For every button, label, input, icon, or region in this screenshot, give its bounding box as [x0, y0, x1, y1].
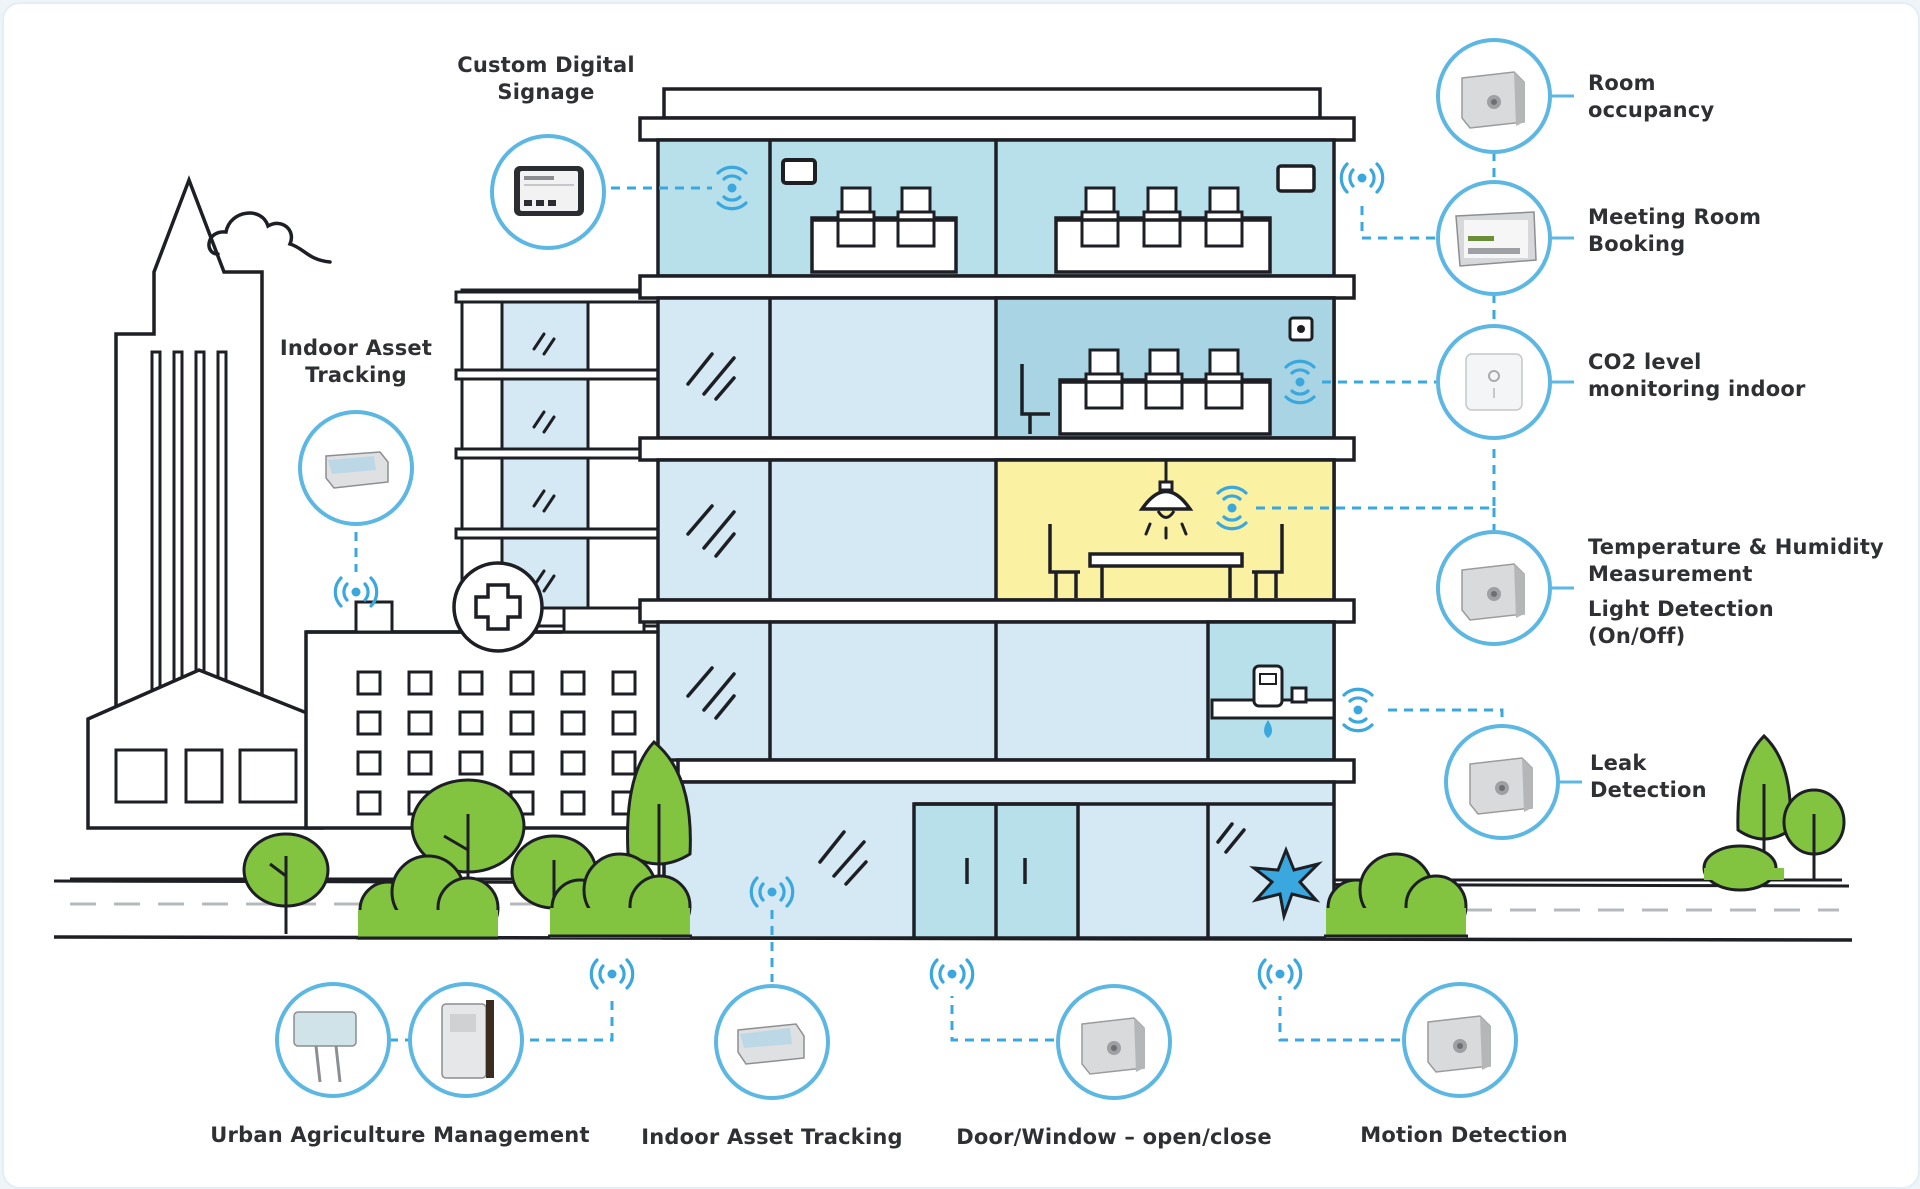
occupancy-sensor-icon: [1461, 71, 1525, 129]
skyscraper: [86, 175, 324, 830]
temperature-sensor-icon: [1461, 563, 1525, 621]
label-urban-agriculture: Urban Agriculture Management: [210, 1123, 590, 1147]
ceiling-lamp-icon: [1138, 480, 1194, 540]
asset-tracker-icon: [325, 451, 389, 489]
label-line: CO2 level: [1588, 350, 1702, 374]
label-line: (On/Off): [1588, 624, 1686, 648]
label-light-detection: Light Detection (On/Off): [1588, 596, 1774, 650]
trees: [242, 733, 1846, 942]
label-line: occupancy: [1588, 98, 1715, 122]
main-building: [638, 87, 1356, 940]
label-indoor-asset-tracking-bottom: Indoor Asset Tracking: [641, 1125, 903, 1149]
label-line: Signage: [497, 80, 595, 104]
water-drop-icon: [1264, 720, 1272, 738]
smart-building-illustration: [53, 38, 1853, 1100]
label-line: Room: [1588, 71, 1656, 95]
label-motion-detection: Motion Detection: [1360, 1123, 1568, 1147]
label-door-window: Door/Window – open/close: [956, 1125, 1272, 1149]
agriculture-gateway-icon: [441, 1000, 494, 1079]
hospital-cross-icon: [452, 561, 544, 653]
label-line: Meeting Room: [1588, 205, 1762, 229]
connector-lines: [354, 152, 1504, 1042]
device-circles: [275, 38, 1560, 1100]
motion-sensor-icon: [1427, 1015, 1491, 1073]
label-line: Leak: [1590, 751, 1647, 775]
glass-break-icon: [1249, 845, 1323, 922]
door-sensor-icon: [1081, 1017, 1145, 1075]
booking-panel-icon: [1455, 211, 1537, 267]
leak-sensor-icon: [1469, 757, 1533, 815]
label-co2-monitoring: CO2 level monitoring indoor: [1588, 349, 1806, 403]
co2-sensor-icon: [1465, 353, 1523, 411]
label-line: Detection: [1590, 778, 1707, 802]
label-line: Booking: [1588, 232, 1686, 256]
label-line: Custom Digital: [457, 53, 635, 77]
signage-device-icon: [514, 166, 584, 216]
label-indoor-asset-tracking-top: Indoor Asset Tracking: [276, 335, 436, 389]
label-meeting-room-booking: Meeting Room Booking: [1588, 204, 1761, 258]
label-leak-detection: Leak Detection: [1590, 750, 1707, 804]
asset-tracker-bottom-icon: [737, 1023, 805, 1065]
label-line: Light Detection: [1588, 597, 1774, 621]
label-custom-digital-signage: Custom Digital Signage: [448, 52, 644, 106]
label-line: Tracking: [305, 363, 407, 387]
label-room-occupancy: Room occupancy: [1588, 70, 1714, 124]
label-line: Indoor Asset: [279, 336, 433, 360]
cloud-icon: [207, 211, 332, 264]
device-ticks: [1550, 94, 1582, 784]
label-temperature-humidity: Temperature & Humidity Measurement: [1588, 534, 1884, 588]
label-line: monitoring indoor: [1588, 377, 1806, 401]
soil-sensor-icon: [293, 1011, 357, 1083]
label-line: Measurement: [1588, 562, 1753, 586]
label-line: Temperature & Humidity: [1588, 535, 1884, 559]
